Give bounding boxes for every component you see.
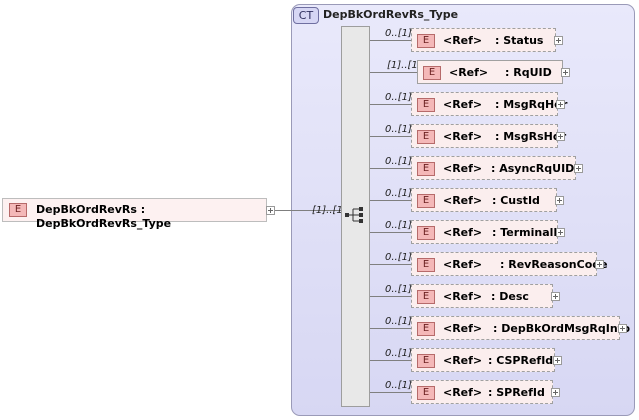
expand-plus-icon[interactable] bbox=[556, 100, 565, 109]
child-connector-line bbox=[370, 328, 411, 329]
child-element-box[interactable]: E <Ref> : RevReasonCode bbox=[411, 252, 608, 276]
child-cardinality: 0..[1] bbox=[385, 124, 412, 135]
expand-plus-icon[interactable] bbox=[554, 36, 563, 45]
child-connector-line bbox=[370, 168, 411, 169]
child-element-name: : CustId bbox=[492, 194, 540, 207]
element-badge: E bbox=[417, 258, 435, 272]
expand-plus-icon[interactable] bbox=[553, 356, 562, 365]
child-ref-label: <Ref> bbox=[443, 194, 483, 207]
expand-plus-icon[interactable] bbox=[556, 228, 565, 237]
element-badge: E bbox=[417, 130, 435, 144]
element-badge: E bbox=[423, 66, 441, 80]
expand-plus-icon[interactable] bbox=[555, 196, 564, 205]
child-ref-label: <Ref> bbox=[443, 290, 483, 303]
complex-type-title: DepBkOrdRevRs_Type bbox=[323, 8, 459, 21]
child-element-box[interactable]: E <Ref> : Status bbox=[411, 28, 556, 52]
sequence-compositor-icon bbox=[345, 207, 363, 223]
child-cardinality: 0..[1] bbox=[385, 316, 412, 327]
expand-plus-icon[interactable] bbox=[574, 164, 583, 173]
element-badge: E bbox=[417, 34, 435, 48]
child-cardinality: [1]..[1] bbox=[387, 60, 422, 71]
element-badge: E bbox=[9, 203, 27, 217]
child-cardinality: 0..[1] bbox=[385, 92, 412, 103]
expand-plus-icon[interactable] bbox=[551, 388, 560, 397]
child-element-name: : MsgRqHdr bbox=[495, 98, 568, 111]
expand-plus-icon[interactable] bbox=[561, 68, 570, 77]
child-cardinality: 0..[1] bbox=[385, 188, 412, 199]
child-ref-label: <Ref> bbox=[443, 226, 483, 239]
child-element-name: : MsgRsHdr bbox=[495, 130, 567, 143]
expand-plus-icon[interactable] bbox=[556, 132, 565, 141]
element-badge: E bbox=[417, 354, 435, 368]
element-badge: E bbox=[417, 386, 435, 400]
element-badge: E bbox=[417, 322, 435, 336]
child-element-name: : CSPRefId bbox=[488, 354, 554, 367]
child-element-name: : AsyncRqUID bbox=[491, 162, 575, 175]
child-element-box[interactable]: E <Ref> : MsgRsHdr bbox=[411, 124, 566, 148]
expand-plus-icon[interactable] bbox=[551, 292, 560, 301]
element-badge: E bbox=[417, 226, 435, 240]
child-ref-label: <Ref> bbox=[443, 162, 483, 175]
child-cardinality: 0..[1] bbox=[385, 220, 412, 231]
child-ref-label: <Ref> bbox=[443, 258, 483, 271]
child-cardinality: 0..[1] bbox=[385, 28, 412, 39]
child-cardinality: 0..[1] bbox=[385, 348, 412, 359]
element-badge: E bbox=[417, 98, 435, 112]
child-element-box[interactable]: E <Ref> : DepBkOrdMsgRqInfo bbox=[411, 316, 630, 340]
child-connector-line bbox=[370, 136, 411, 137]
child-connector-line bbox=[370, 360, 411, 361]
complex-type-badge: CT bbox=[293, 7, 319, 24]
child-element-box[interactable]: E <Ref> : MsgRqHdr bbox=[411, 92, 567, 116]
child-ref-label: <Ref> bbox=[443, 130, 483, 143]
child-ref-label: <Ref> bbox=[443, 386, 483, 399]
child-element-name: : TerminalId bbox=[492, 226, 566, 239]
child-connector-line bbox=[370, 264, 411, 265]
sequence-compositor[interactable] bbox=[341, 26, 370, 407]
child-ref-label: <Ref> bbox=[443, 354, 483, 367]
root-element-label: DepBkOrdRevRs : DepBkOrdRevRs_Type bbox=[36, 203, 172, 230]
child-element-box[interactable]: E <Ref> : TerminalId bbox=[411, 220, 565, 244]
child-ref-label: <Ref> bbox=[443, 34, 483, 47]
child-element-name: : DepBkOrdMsgRqInfo bbox=[493, 322, 631, 335]
child-ref-label: <Ref> bbox=[443, 322, 483, 335]
child-connector-line bbox=[370, 392, 411, 393]
root-element-box[interactable]: E DepBkOrdRevRs : DepBkOrdRevRs_Type bbox=[2, 198, 267, 230]
root-cardinality: [1]..[1] bbox=[312, 205, 347, 216]
expand-plus-icon[interactable] bbox=[266, 206, 275, 215]
child-ref-label: <Ref> bbox=[443, 98, 483, 111]
child-element-name: : SPRefId bbox=[488, 386, 545, 399]
child-cardinality: 0..[1] bbox=[385, 284, 412, 295]
child-connector-line bbox=[370, 200, 411, 201]
expand-plus-icon[interactable] bbox=[595, 260, 604, 269]
child-element-box[interactable]: E <Ref> : Desc bbox=[411, 284, 553, 308]
child-connector-line bbox=[370, 296, 411, 297]
child-element-name: : Status bbox=[495, 34, 544, 47]
element-badge: E bbox=[417, 290, 435, 304]
child-element-box[interactable]: E <Ref> : RqUID bbox=[417, 60, 563, 84]
element-badge: E bbox=[417, 194, 435, 208]
child-element-name: : RqUID bbox=[505, 66, 552, 79]
child-element-box[interactable]: E <Ref> : CSPRefId bbox=[411, 348, 555, 372]
child-connector-line bbox=[370, 72, 417, 73]
child-element-name: : Desc bbox=[491, 290, 529, 303]
child-cardinality: 0..[1] bbox=[385, 252, 412, 263]
element-badge: E bbox=[417, 162, 435, 176]
expand-plus-icon[interactable] bbox=[618, 324, 627, 333]
child-connector-line bbox=[370, 104, 411, 105]
child-element-box[interactable]: E <Ref> : CustId bbox=[411, 188, 557, 212]
connector-line bbox=[275, 210, 341, 211]
child-connector-line bbox=[370, 232, 411, 233]
child-element-box[interactable]: E <Ref> : SPRefId bbox=[411, 380, 553, 404]
child-cardinality: 0..[1] bbox=[385, 380, 412, 391]
child-element-name: : RevReasonCode bbox=[500, 258, 608, 271]
child-cardinality: 0..[1] bbox=[385, 156, 412, 167]
child-connector-line bbox=[370, 40, 411, 41]
child-element-box[interactable]: E <Ref> : AsyncRqUID bbox=[411, 156, 576, 180]
child-ref-label: <Ref> bbox=[449, 66, 489, 79]
